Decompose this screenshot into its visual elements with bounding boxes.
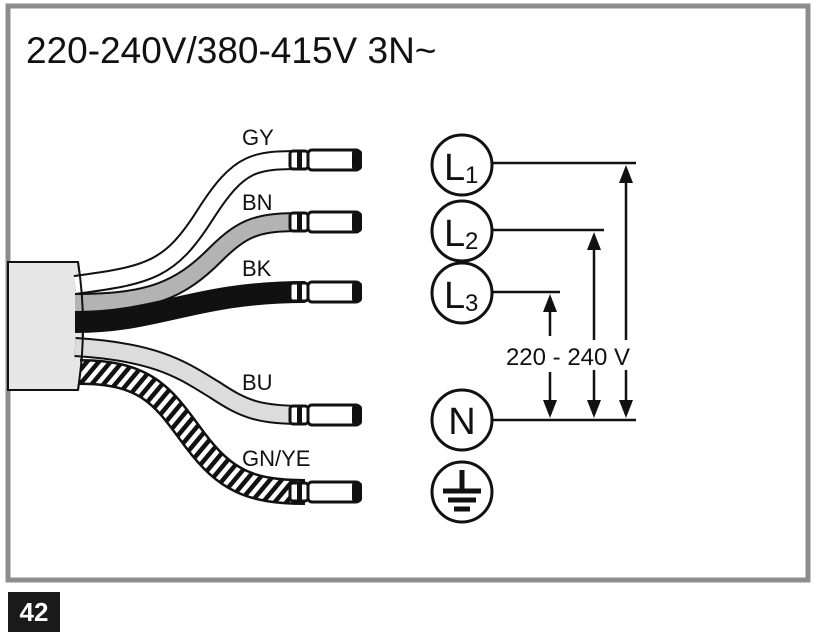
terminal-l3: L 3 bbox=[430, 261, 494, 325]
wire-gnye bbox=[79, 359, 306, 505]
wire-gy bbox=[73, 150, 306, 295]
protective-earth-icon bbox=[430, 460, 494, 524]
ferrule-bk bbox=[288, 280, 362, 304]
ferrule-gy bbox=[288, 148, 362, 172]
svg-text:3: 3 bbox=[465, 290, 478, 317]
wire-bu bbox=[74, 337, 306, 425]
voltage-arrow-l3-n bbox=[543, 294, 557, 418]
wire-label-bk: BK bbox=[242, 256, 272, 281]
ferrule-bu bbox=[288, 403, 362, 427]
ferrule-gnye bbox=[288, 480, 362, 504]
terminal-l1: L 1 bbox=[430, 133, 494, 197]
wire-bn bbox=[74, 212, 306, 313]
svg-text:N: N bbox=[448, 401, 475, 443]
terminal-n: N bbox=[430, 388, 494, 452]
svg-text:L: L bbox=[444, 213, 465, 255]
svg-text:L: L bbox=[444, 275, 465, 317]
svg-text:2: 2 bbox=[465, 228, 478, 255]
voltage-arrow-l2-n bbox=[587, 232, 601, 418]
page-number: 42 bbox=[8, 592, 60, 632]
wire-label-bn: BN bbox=[242, 190, 273, 215]
wire-label-gy: GY bbox=[242, 125, 274, 150]
svg-text:1: 1 bbox=[465, 162, 478, 189]
wire-label-gnye: GN/YE bbox=[242, 446, 310, 471]
supply-title: 220-240V/380-415V 3N~ bbox=[26, 30, 436, 71]
cable-jacket bbox=[7, 261, 84, 391]
ferrule-bn bbox=[288, 210, 362, 234]
wire-label-bu: BU bbox=[242, 370, 273, 395]
wire-bk bbox=[74, 281, 306, 333]
terminal-l2: L 2 bbox=[430, 199, 494, 263]
cable-jacket-edge bbox=[77, 261, 84, 391]
svg-text:L: L bbox=[444, 147, 465, 189]
voltage-label-bg bbox=[496, 340, 641, 370]
voltage-arrow-l1-n bbox=[619, 165, 633, 418]
voltage-label: 220 - 240 V bbox=[506, 344, 630, 371]
